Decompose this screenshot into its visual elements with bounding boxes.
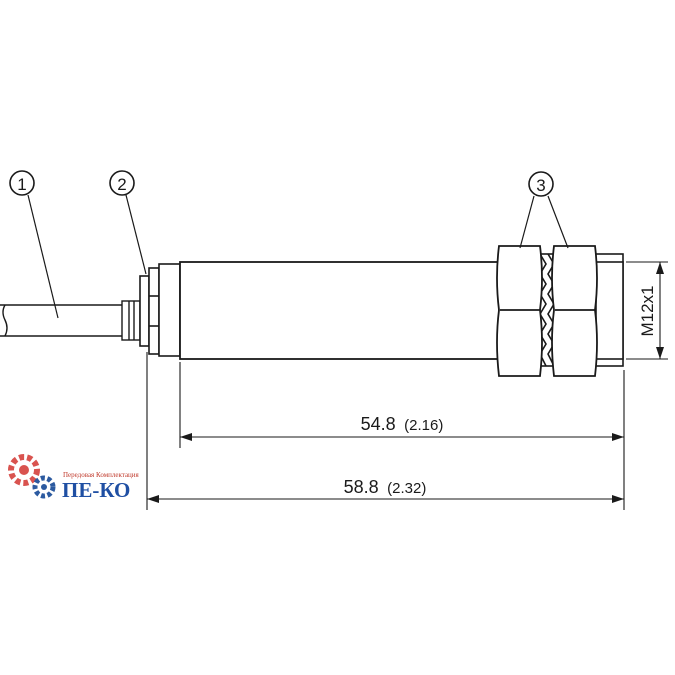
extension-lines [146, 261, 668, 510]
cable-strain-relief [121, 300, 141, 341]
nut-left [496, 245, 543, 377]
watermark-logo: Передовая Комплектация ПЕ-КО [8, 454, 140, 502]
dimension-total-length: 58.8 (2.32) [147, 477, 624, 503]
callout-2: 2 [109, 170, 147, 275]
callout-3: 3 [519, 171, 569, 249]
logo-subtitle: Передовая Комплектация [63, 471, 140, 479]
dimension-thread: M12x1 [638, 262, 664, 359]
svg-text:58.8 (2.32): 58.8 (2.32) [344, 477, 427, 497]
body-length-inch: (2.16) [404, 417, 443, 434]
svg-text:54.8 (2.16): 54.8 (2.16) [361, 414, 444, 434]
total-length-inch: (2.32) [387, 480, 426, 497]
svg-text:3: 3 [536, 176, 545, 195]
total-length-mm: 58.8 [344, 477, 379, 497]
gear-icon [8, 454, 56, 499]
logo-name: ПЕ-КО [62, 478, 130, 502]
thread-label: M12x1 [638, 285, 657, 336]
rear-cap [139, 263, 181, 357]
dimension-body-length: 54.8 (2.16) [180, 414, 624, 441]
cable [0, 304, 122, 337]
callout-1: 1 [9, 170, 59, 319]
svg-text:2: 2 [117, 175, 126, 194]
sensor-housing [179, 261, 500, 360]
body-length-mm: 54.8 [361, 414, 396, 434]
svg-text:1: 1 [17, 175, 26, 194]
nut-right [551, 245, 598, 377]
